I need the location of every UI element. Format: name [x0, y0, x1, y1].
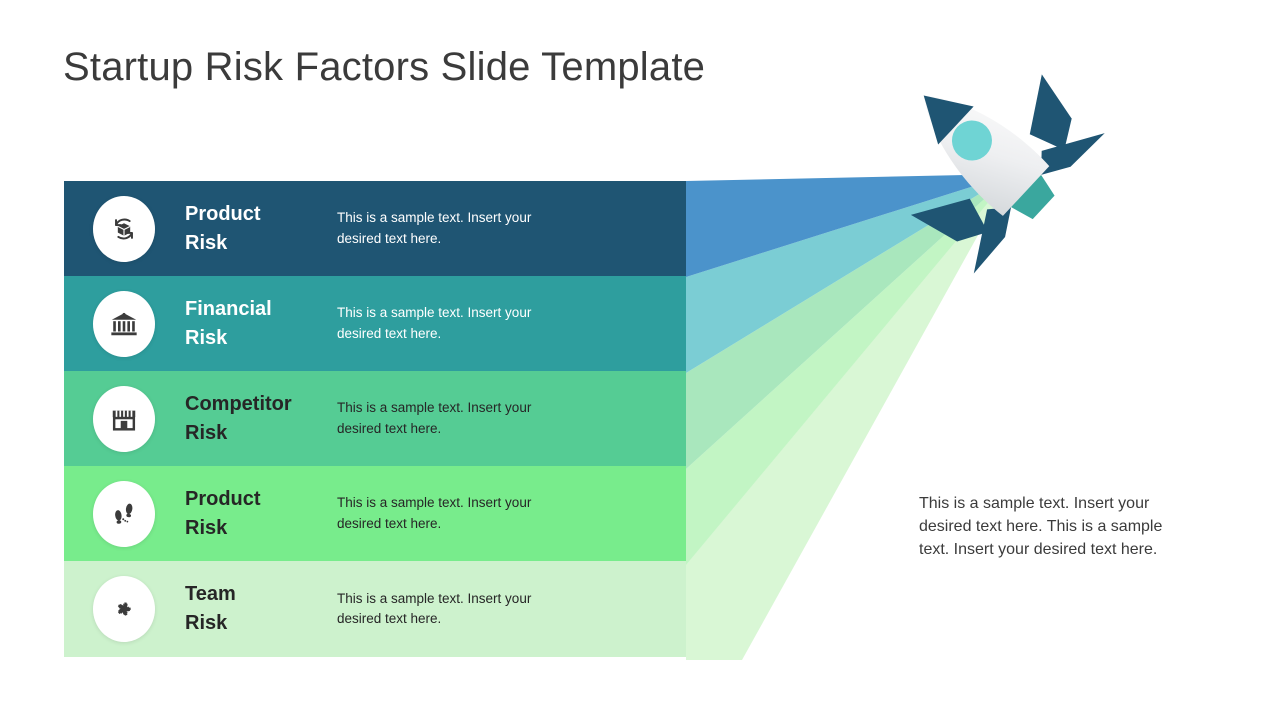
risk-row-title-line2: Risk [185, 516, 228, 539]
risk-row-title-line1: Financial [185, 297, 272, 320]
risk-row-title: Competitor Risk [185, 390, 325, 448]
risk-row-title-line2: Risk [185, 421, 228, 444]
risk-row-description: This is a sample text. Insert your desir… [337, 495, 532, 531]
risk-row-title: Team Risk [185, 580, 325, 638]
risk-row-title-line2: Risk [185, 326, 228, 349]
ray-row-5 [686, 174, 1012, 660]
rocket-fin-right-lower [1041, 133, 1105, 175]
risk-row-title-line2: Risk [185, 612, 228, 634]
ray-row-2 [686, 174, 1012, 373]
rocket-nozzle [1003, 167, 1055, 220]
risk-row-description: This is a sample text. Insert your desir… [337, 305, 532, 341]
side-paragraph: This is a sample text. Insert your desir… [919, 495, 1163, 559]
rocket-window-icon [951, 120, 992, 161]
rocket-fin-left [910, 198, 988, 242]
risk-row[interactable]: Team Risk This is a sample text. Insert … [64, 561, 686, 657]
risk-row-title-line2: Risk [185, 231, 228, 254]
rocket-fin-left-lower [973, 207, 1012, 274]
risk-row-title-line1: Team [185, 583, 236, 605]
risk-row[interactable]: Financial Risk This is a sample text. In… [64, 276, 686, 371]
risk-row[interactable]: Product Risk This is a sample text. Inse… [64, 181, 686, 276]
risk-row-description: This is a sample text. Insert your desir… [337, 210, 532, 246]
risk-row-description: This is a sample text. Insert your desir… [337, 590, 532, 626]
risk-row-title: Product Risk [185, 200, 325, 258]
risk-row-description: This is a sample text. Insert your desir… [337, 400, 532, 436]
risk-row[interactable]: Product Risk This is a sample text. Inse… [64, 466, 686, 561]
bank-building-icon [93, 290, 155, 357]
risk-row-title-line1: Product [185, 487, 261, 510]
page-title: Startup Risk Factors Slide Template [63, 45, 706, 89]
rocket-fin-right [1029, 74, 1072, 151]
ray-row-1 [686, 174, 1012, 277]
ray-row-5b [686, 174, 1012, 660]
risk-row[interactable]: Competitor Risk This is a sample text. I… [64, 371, 686, 466]
risk-row-title: Financial Risk [185, 295, 325, 353]
rocket-body [923, 95, 1050, 216]
rocket [910, 74, 1105, 274]
exhaust-rays [686, 174, 1012, 660]
teamwork-hands-icon [93, 576, 155, 642]
risk-row-title-line1: Competitor [185, 392, 292, 415]
ray-row-3 [686, 174, 1012, 469]
risk-row-title: Product Risk [185, 485, 325, 543]
package-recycle-icon [93, 195, 155, 262]
footprints-icon [93, 480, 155, 547]
storefront-icon [93, 385, 155, 452]
risk-rows-list: Product Risk This is a sample text. Inse… [64, 181, 686, 657]
risk-row-title-line1: Product [185, 202, 261, 225]
rocket-nose-cone [923, 95, 974, 145]
